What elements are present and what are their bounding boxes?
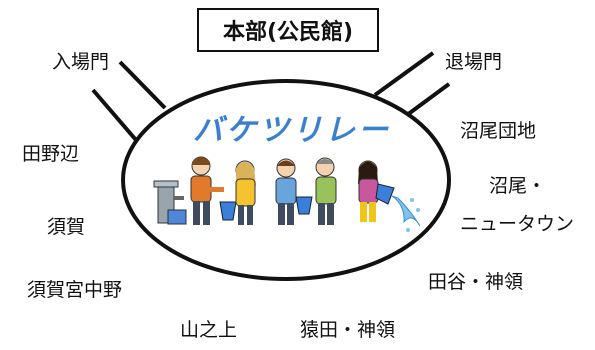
bucket-relay-illustration (153, 156, 421, 232)
group-label-tanoya-kanryo: 田谷・神領 (428, 271, 524, 293)
group-label-yamanoue: 山之上 (180, 319, 238, 341)
entrance-line-1 (118, 60, 167, 110)
headquarters-box: 本部(公民館) (197, 8, 379, 52)
group-label-suga: 須賀 (47, 216, 86, 238)
group-label-suga-miyanakano: 須賀宮中野 (27, 279, 123, 301)
exit-gate-label: 退場門 (445, 51, 503, 73)
group-label-newtown: ニュータウン (460, 213, 575, 235)
group-label-tanobe: 田野辺 (22, 143, 80, 165)
headquarters-label: 本部(公民館) (222, 20, 354, 45)
group-label-numao: 沼尾・ (489, 175, 547, 197)
exit-line-2 (405, 82, 451, 117)
exit-line-1 (373, 51, 435, 97)
entrance-gate-label: 入場門 (52, 51, 110, 73)
group-label-saruta-kanryo: 猿田・神領 (300, 319, 396, 341)
entrance-line-2 (91, 88, 138, 142)
bucket-relay-title: バケツリレー (193, 113, 391, 148)
group-label-numao-danchi: 沼尾団地 (460, 120, 537, 142)
